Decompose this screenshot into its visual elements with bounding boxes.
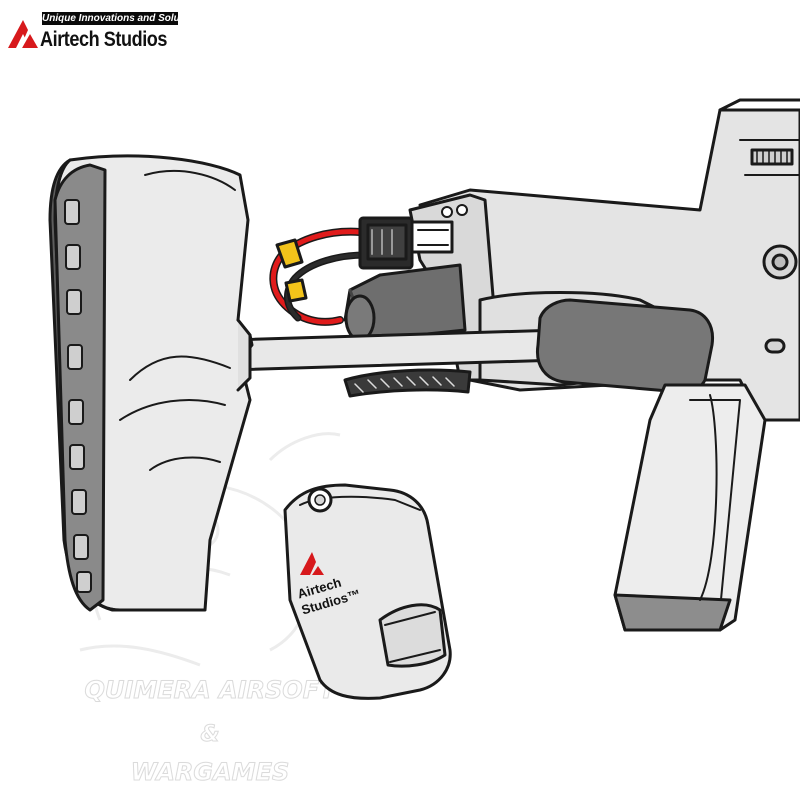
battery-box (283, 483, 452, 700)
yellow-connector (275, 238, 308, 303)
battery-pack (343, 263, 467, 342)
black-connector (358, 216, 454, 270)
buffer-tube (228, 298, 715, 394)
battery-box-logo-icon (300, 552, 324, 575)
braided-cable (343, 368, 472, 398)
brand-tagline: Unique Innovations and Solutions (42, 12, 178, 25)
crane-stock (48, 154, 254, 612)
watermark-line2: & (200, 722, 220, 748)
brand-name: Airtech Studios (40, 28, 168, 51)
wiring-harness (269, 227, 369, 326)
watermark-line3: WARGAMES (130, 758, 290, 787)
watermark-line1: QUIMERA AIRSOFT (84, 676, 336, 705)
airtech-logo-icon (8, 20, 38, 48)
pistol-grip (613, 383, 767, 632)
